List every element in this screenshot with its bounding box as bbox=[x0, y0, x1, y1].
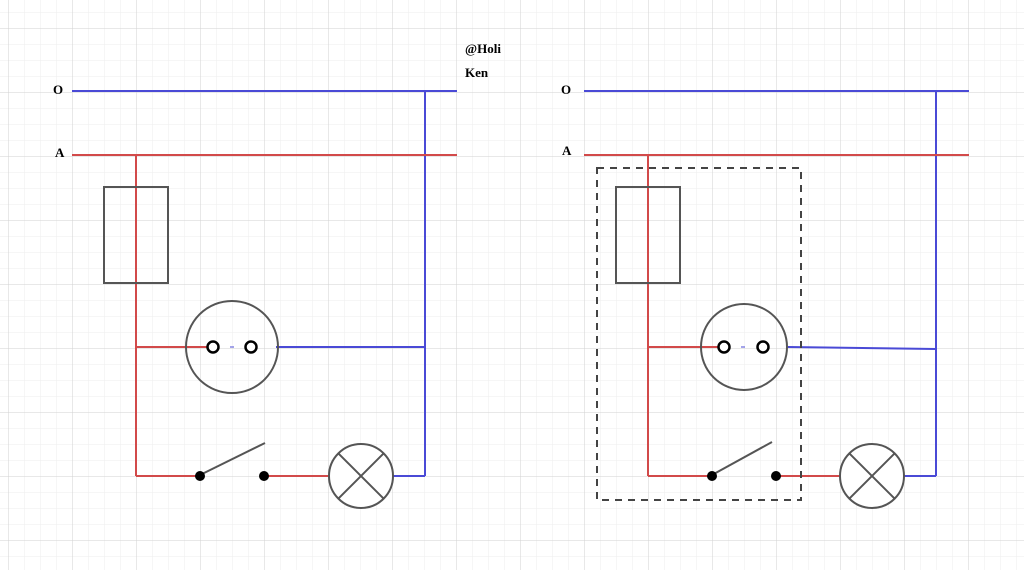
right-phase-wires bbox=[584, 154, 969, 477]
left-phase-wires bbox=[72, 154, 457, 477]
right-switch-icon bbox=[707, 441, 781, 481]
left-label-o: O bbox=[53, 82, 63, 97]
left-circuit-diagram: O A bbox=[53, 82, 457, 509]
left-socket-outlet-icon bbox=[185, 300, 279, 394]
right-label-a: A bbox=[562, 143, 572, 158]
left-fuse-icon bbox=[103, 186, 169, 284]
left-label-a: A bbox=[55, 145, 65, 160]
right-socket-outlet-icon bbox=[700, 303, 788, 391]
left-switch-icon bbox=[195, 442, 269, 481]
left-lamp-icon bbox=[328, 443, 394, 509]
right-lamp-icon bbox=[839, 443, 905, 509]
right-dashed-enclosure bbox=[596, 167, 802, 501]
right-circuit-diagram: O A bbox=[561, 82, 969, 509]
right-label-o: O bbox=[561, 82, 571, 97]
watermark-line-2: Ken bbox=[465, 65, 489, 80]
right-fuse-icon bbox=[615, 186, 681, 284]
watermark-line-1: @Holi bbox=[465, 41, 501, 56]
